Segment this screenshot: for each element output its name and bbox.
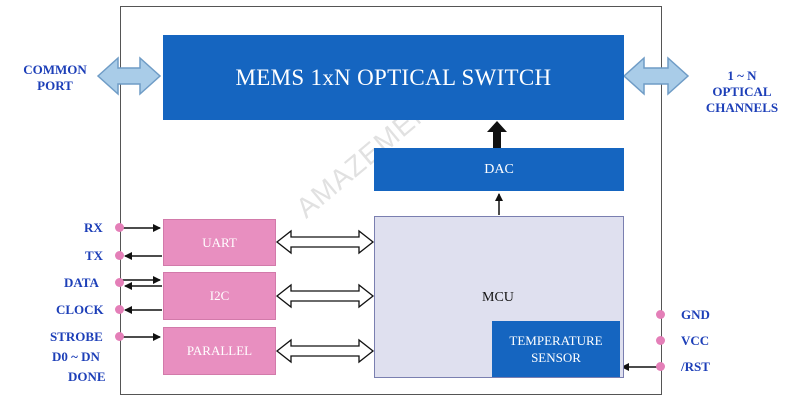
pin-gnd-dot xyxy=(656,310,665,319)
optical-channels-label-line2: OPTICAL xyxy=(712,84,772,99)
i2c-mcu-arrow xyxy=(275,283,375,309)
pin-gnd-label: GND xyxy=(681,307,710,322)
pin-rst-dot xyxy=(656,362,665,371)
uart-mcu-arrow xyxy=(275,229,375,255)
parallel-mcu-arrow xyxy=(275,338,375,364)
pin-strobe-label: STROBE xyxy=(50,329,103,344)
common-port-arrow xyxy=(96,56,162,96)
temperature-sensor-label-line2: SENSOR xyxy=(531,350,581,365)
i2c-label: I2C xyxy=(209,288,230,303)
pin-clock-label: CLOCK xyxy=(56,302,104,317)
pin-vcc-label: VCC xyxy=(681,333,710,348)
temperature-sensor-label-line1: TEMPERATURE xyxy=(509,333,603,348)
common-port-label-line2: PORT xyxy=(37,78,73,93)
dac-to-switch-arrow xyxy=(487,121,507,148)
optical-channels-label: 1 ~ N OPTICAL CHANNELS xyxy=(692,68,792,116)
pin-rst-label: /RST xyxy=(681,359,710,374)
i2c-block: I2C xyxy=(163,272,276,320)
dac-block: DAC xyxy=(374,148,624,191)
mems-optical-switch-label: MEMS 1xN OPTICAL SWITCH xyxy=(235,64,552,90)
mcu-label: MCU xyxy=(482,290,514,305)
pin-done-label: DONE xyxy=(68,369,106,384)
pin-rx-label: RX xyxy=(84,220,103,235)
parallel-label: PARALLEL xyxy=(186,343,253,358)
pin-clock-dot xyxy=(115,305,124,314)
optical-channels-label-line1: 1 ~ N xyxy=(727,68,757,83)
parallel-block: PARALLEL xyxy=(163,327,276,375)
pin-vcc-dot xyxy=(656,336,665,345)
mems-optical-switch-block: MEMS 1xN OPTICAL SWITCH xyxy=(163,35,624,120)
uart-label: UART xyxy=(202,234,237,250)
pin-rx-dot xyxy=(115,223,124,232)
pin-d0-dn-label: D0 ~ DN xyxy=(52,349,100,364)
pin-tx-label: TX xyxy=(85,248,104,263)
common-port-label: COMMON PORT xyxy=(10,62,100,94)
pin-strobe-dot xyxy=(115,332,124,341)
uart-block: UART xyxy=(163,219,276,266)
pin-tx-dot xyxy=(115,251,124,260)
temperature-sensor-block: TEMPERATURE SENSOR xyxy=(492,321,620,377)
optical-channels-label-line3: CHANNELS xyxy=(705,100,779,115)
pin-data-dot xyxy=(115,278,124,287)
common-port-label-line1: COMMON xyxy=(23,62,87,77)
pin-data-label: DATA xyxy=(64,275,99,290)
dac-label: DAC xyxy=(484,161,514,177)
optical-channels-arrow xyxy=(622,56,690,96)
